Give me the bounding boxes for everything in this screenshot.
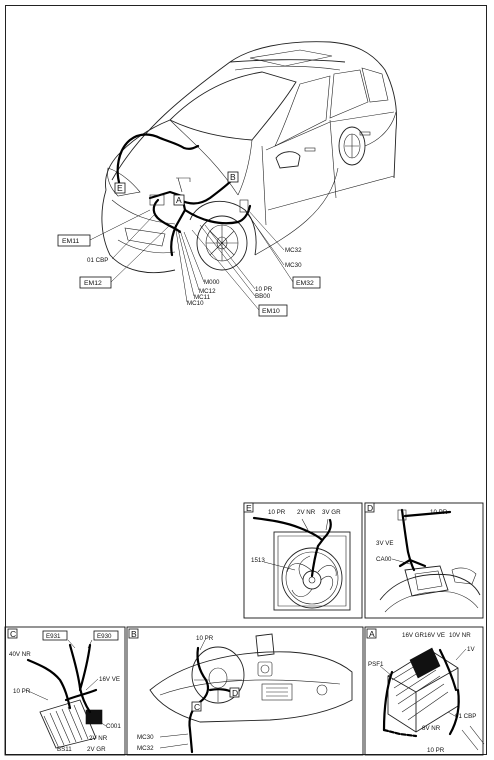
panel-b-label-10-pr: 10 PR <box>196 635 214 642</box>
panel-a-letter: A <box>369 629 375 639</box>
panel-c-label-bs11: BS11 <box>57 746 72 753</box>
panel-b-callout-d: D <box>232 688 238 698</box>
panel-a-label-10v-nr: 10V NR <box>449 632 471 639</box>
panel-b-label-mc30: MC30 <box>137 734 154 741</box>
panel-d-label-ca00: CA00 <box>376 556 392 563</box>
page-frame <box>5 5 487 755</box>
panel-c-label-2v-nr: 2V NR <box>89 735 108 742</box>
callout-a: A <box>176 195 182 205</box>
panel-e-label-1513: 1513 <box>251 557 265 564</box>
label-10-pr: 10 PR <box>255 286 273 293</box>
panel-d-label-3v-ve: 3V VE <box>376 540 394 547</box>
connector-em32: EM32 <box>296 280 314 287</box>
label-mc12: MC12 <box>199 288 216 295</box>
panel-c-connector-e931: E931 <box>46 633 61 640</box>
panel-a-label-16v-ve: 16V VE <box>424 632 445 639</box>
panel-a-label-01-cbp: 01 CBP <box>455 713 476 720</box>
panel-b-letter: B <box>131 629 137 639</box>
label-mc30: MC30 <box>285 262 302 269</box>
panel-a-battery: A 16V GR 16V VE 10V NR 1V PSF1 8V NR 01 … <box>364 626 485 756</box>
panel-a-label-8v-nr: 8V NR <box>422 725 441 732</box>
panel-e-label-2v-nr: 2V NR <box>297 509 316 516</box>
connector-em11: EM11 <box>62 238 79 245</box>
label-mc10: MC10 <box>187 300 204 307</box>
panel-c-connector-e930: E930 <box>97 633 112 640</box>
panel-b-callout-c: C <box>194 702 200 712</box>
panel-c-letter: C <box>10 629 16 639</box>
panel-d-letter: D <box>367 503 373 513</box>
car-illustration <box>101 41 397 274</box>
callout-e: E <box>117 183 123 193</box>
panel-b-dashboard: B 10 PR MC30 MC32 C D <box>126 626 364 756</box>
panel-a-label-psf1: PSF1 <box>368 661 384 668</box>
panel-e-cooling-fan: E 10 PR 2V NR 3V GR 1513 <box>243 502 363 619</box>
panel-a-label-10-pr: 10 PR <box>427 747 445 754</box>
label-bb00: BB00 <box>255 293 271 300</box>
connector-em12: EM12 <box>84 280 102 287</box>
panel-a-label-1v: 1V <box>467 646 475 653</box>
panel-d-detail: D 10 PR 3V VE CA00 <box>364 502 484 619</box>
main-callouts: E A B EM11 01 CBP EM12 M000 MC12 MC11 MC… <box>57 171 321 317</box>
label-mc32: MC32 <box>285 247 302 254</box>
callout-b: B <box>230 172 236 182</box>
panel-e-letter: E <box>246 503 252 513</box>
panel-e-label-3v-gr: 3V GR <box>322 509 341 516</box>
panel-c-label-40v-nr: 40V NR <box>9 651 31 658</box>
label-m000: M000 <box>204 279 220 286</box>
connector-em10: EM10 <box>262 308 280 315</box>
panel-e-label-10-pr: 10 PR <box>268 509 286 516</box>
panel-c-label-c001: C001 <box>106 723 121 730</box>
label-mc11: MC11 <box>194 294 211 301</box>
panel-b-label-mc32: MC32 <box>137 745 154 752</box>
panel-a-label-16v-gr: 16V GR <box>402 632 425 639</box>
panel-c-detail: C E931 E930 40V NR 10 PR 16V VE C001 2V … <box>4 626 126 756</box>
panel-c-label-16v-ve: 16V VE <box>99 676 120 683</box>
label-01-cbp: 01 CBP <box>87 257 108 264</box>
panel-c-label-10-pr: 10 PR <box>13 688 31 695</box>
panel-c-label-2v-gr: 2V GR <box>87 746 106 753</box>
